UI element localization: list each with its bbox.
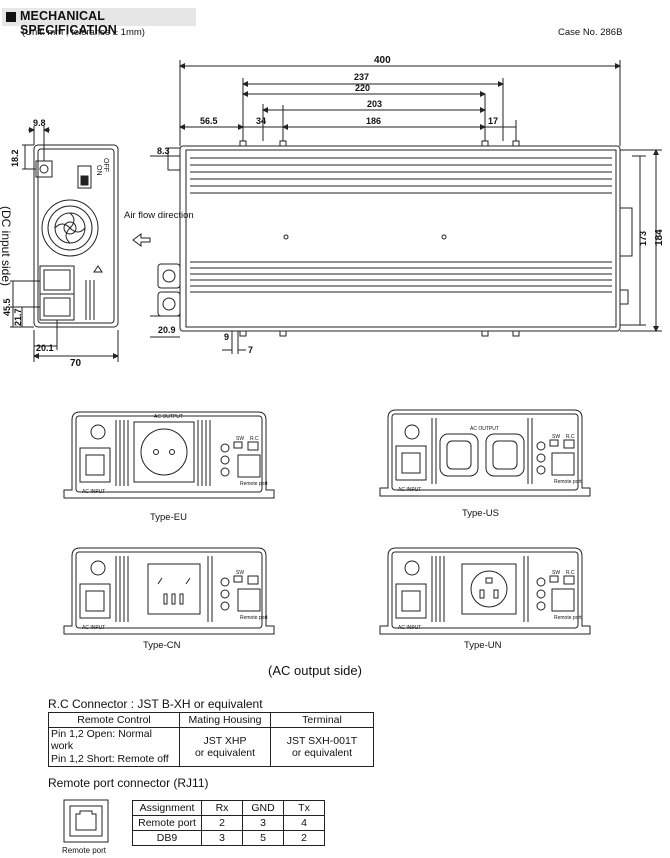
dim-18-2: 18.2 [10,149,20,167]
ac-output-side-label: (AC output side) [268,663,362,678]
rj11-table: Assignment Rx GND Tx Remote port 2 3 4 D… [132,800,325,846]
cell: 4 [283,815,325,831]
side-panel-outline [33,144,119,328]
eu-ac-output-label: AC OUTPUT [154,414,183,420]
cn-remote-port-label: Remote port [240,615,268,621]
us-ac-input-label: AC INPUT [398,487,421,493]
dim-184: 184 [654,229,665,246]
dim-70: 70 [70,358,82,369]
type-eu-label: Type-EU [150,512,187,523]
header-gnd: GND [242,800,284,816]
un-sw-label: SW [552,570,560,576]
dim-17: 17 [488,116,498,126]
eu-remote-port-label: Remote port [240,481,268,487]
dim-203: 203 [367,99,382,109]
eu-ac-input-label: AC INPUT [82,489,105,495]
side-view [10,126,119,362]
dim-45-5: 45.5 [2,298,12,316]
unit-note: (Unit: mm , tolerance ± 1mm) [22,27,145,38]
header-assignment: Assignment [132,800,202,816]
table-row: Remote Control Mating Housing Terminal [48,712,374,728]
dim-186: 186 [366,116,381,126]
cn-ac-input-label: AC INPUT [82,625,105,631]
header-mating-housing: Mating Housing [179,712,271,728]
rc-row-open: Pin 1,2 Open: Normal work [48,727,180,752]
un-rc-label: R.C [566,570,575,576]
cn-sw-label: SW [236,570,244,576]
table-row: Remote port 2 3 4 [132,815,325,831]
us-sw-label: SW [552,434,560,440]
housing-line2: or equivalent [194,747,256,759]
dim-7: 7 [248,345,253,355]
dim-220: 220 [355,83,370,93]
dim-9-8: 9.8 [33,118,46,128]
header-terminal: Terminal [270,712,374,728]
airflow-label: Air flow direction [124,210,194,221]
cell: 2 [283,830,325,846]
type-us-label: Type-US [462,508,499,519]
rj11-port-icon [63,799,109,843]
header-remote-control: Remote Control [48,712,180,728]
top-view [150,60,662,354]
rj11-title: Remote port connector (RJ11) [48,776,209,790]
type-un-label: Type-UN [464,640,502,651]
fan-icon [41,199,99,257]
rc-row-short: Pin 1,2 Short: Remote off [48,752,180,767]
dim-8-3: 8.3 [157,146,170,156]
us-rc-label: R.C [566,434,575,440]
housing-cell: JST XHP or equivalent [179,727,271,767]
us-remote-port-label: Remote port [554,479,582,485]
top-view-outline [179,145,621,332]
housing-line1: JST XHP [203,735,247,747]
dim-237: 237 [354,72,369,82]
terminal-line1: JST SXH-001T [286,735,358,747]
cell: 3 [242,815,284,831]
dc-input-side-label: (DC input side) [0,206,13,286]
power-switch [77,165,92,189]
eu-sw-label: SW [236,436,244,442]
table-row: DB9 3 5 2 [132,830,325,846]
rj11-icon-label: Remote port [62,846,107,855]
dim-400: 400 [374,55,391,66]
header-square-icon [6,12,16,22]
header-rx: Rx [201,800,243,816]
dim-173: 173 [638,231,648,246]
table-row: Assignment Rx GND Tx [132,800,325,816]
dim-56-5: 56.5 [200,116,218,126]
cell: DB9 [132,830,202,846]
cell: 2 [201,815,243,831]
dim-9: 9 [224,332,229,342]
section-header: MECHANICAL SPECIFICATION [2,8,196,37]
cell: Remote port [132,815,202,831]
panel-type-eu [63,411,275,499]
type-cn-label: Type-CN [143,640,181,651]
terminal-cell: JST SXH-001T or equivalent [270,727,374,767]
un-ac-input-label: AC INPUT [398,625,421,631]
switch-off-label: OFF [102,158,109,172]
panel-type-us [379,409,591,497]
us-ac-output-label: AC OUTPUT [470,426,499,432]
header-tx: Tx [283,800,325,816]
case-number: Case No. 286B [558,27,623,38]
dim-20-9: 20.9 [158,325,176,335]
un-remote-port-label: Remote port [554,615,582,621]
terminal-line2: or equivalent [291,747,353,759]
rc-connector-title: R.C Connector : JST B-XH or equivalent [48,697,263,711]
rc-connector-table: Remote Control Mating Housing Terminal P… [48,712,374,767]
panel-type-cn [63,547,275,635]
dim-21-7: 21.7 [13,308,23,326]
table-row: Pin 1,2 Short: Remote off [48,752,374,767]
cell: 5 [242,830,284,846]
dim-20-1: 20.1 [36,343,54,353]
airflow-arrow-icon [132,233,151,247]
switch-on-label: ON [95,165,102,176]
table-row: Pin 1,2 Open: Normal work JST XHP or equ… [48,727,374,767]
panel-type-un [379,547,591,635]
cell: 3 [201,830,243,846]
eu-rc-label: R.C [250,436,259,442]
section-title: MECHANICAL SPECIFICATION [20,9,117,37]
dim-34: 34 [256,116,266,126]
